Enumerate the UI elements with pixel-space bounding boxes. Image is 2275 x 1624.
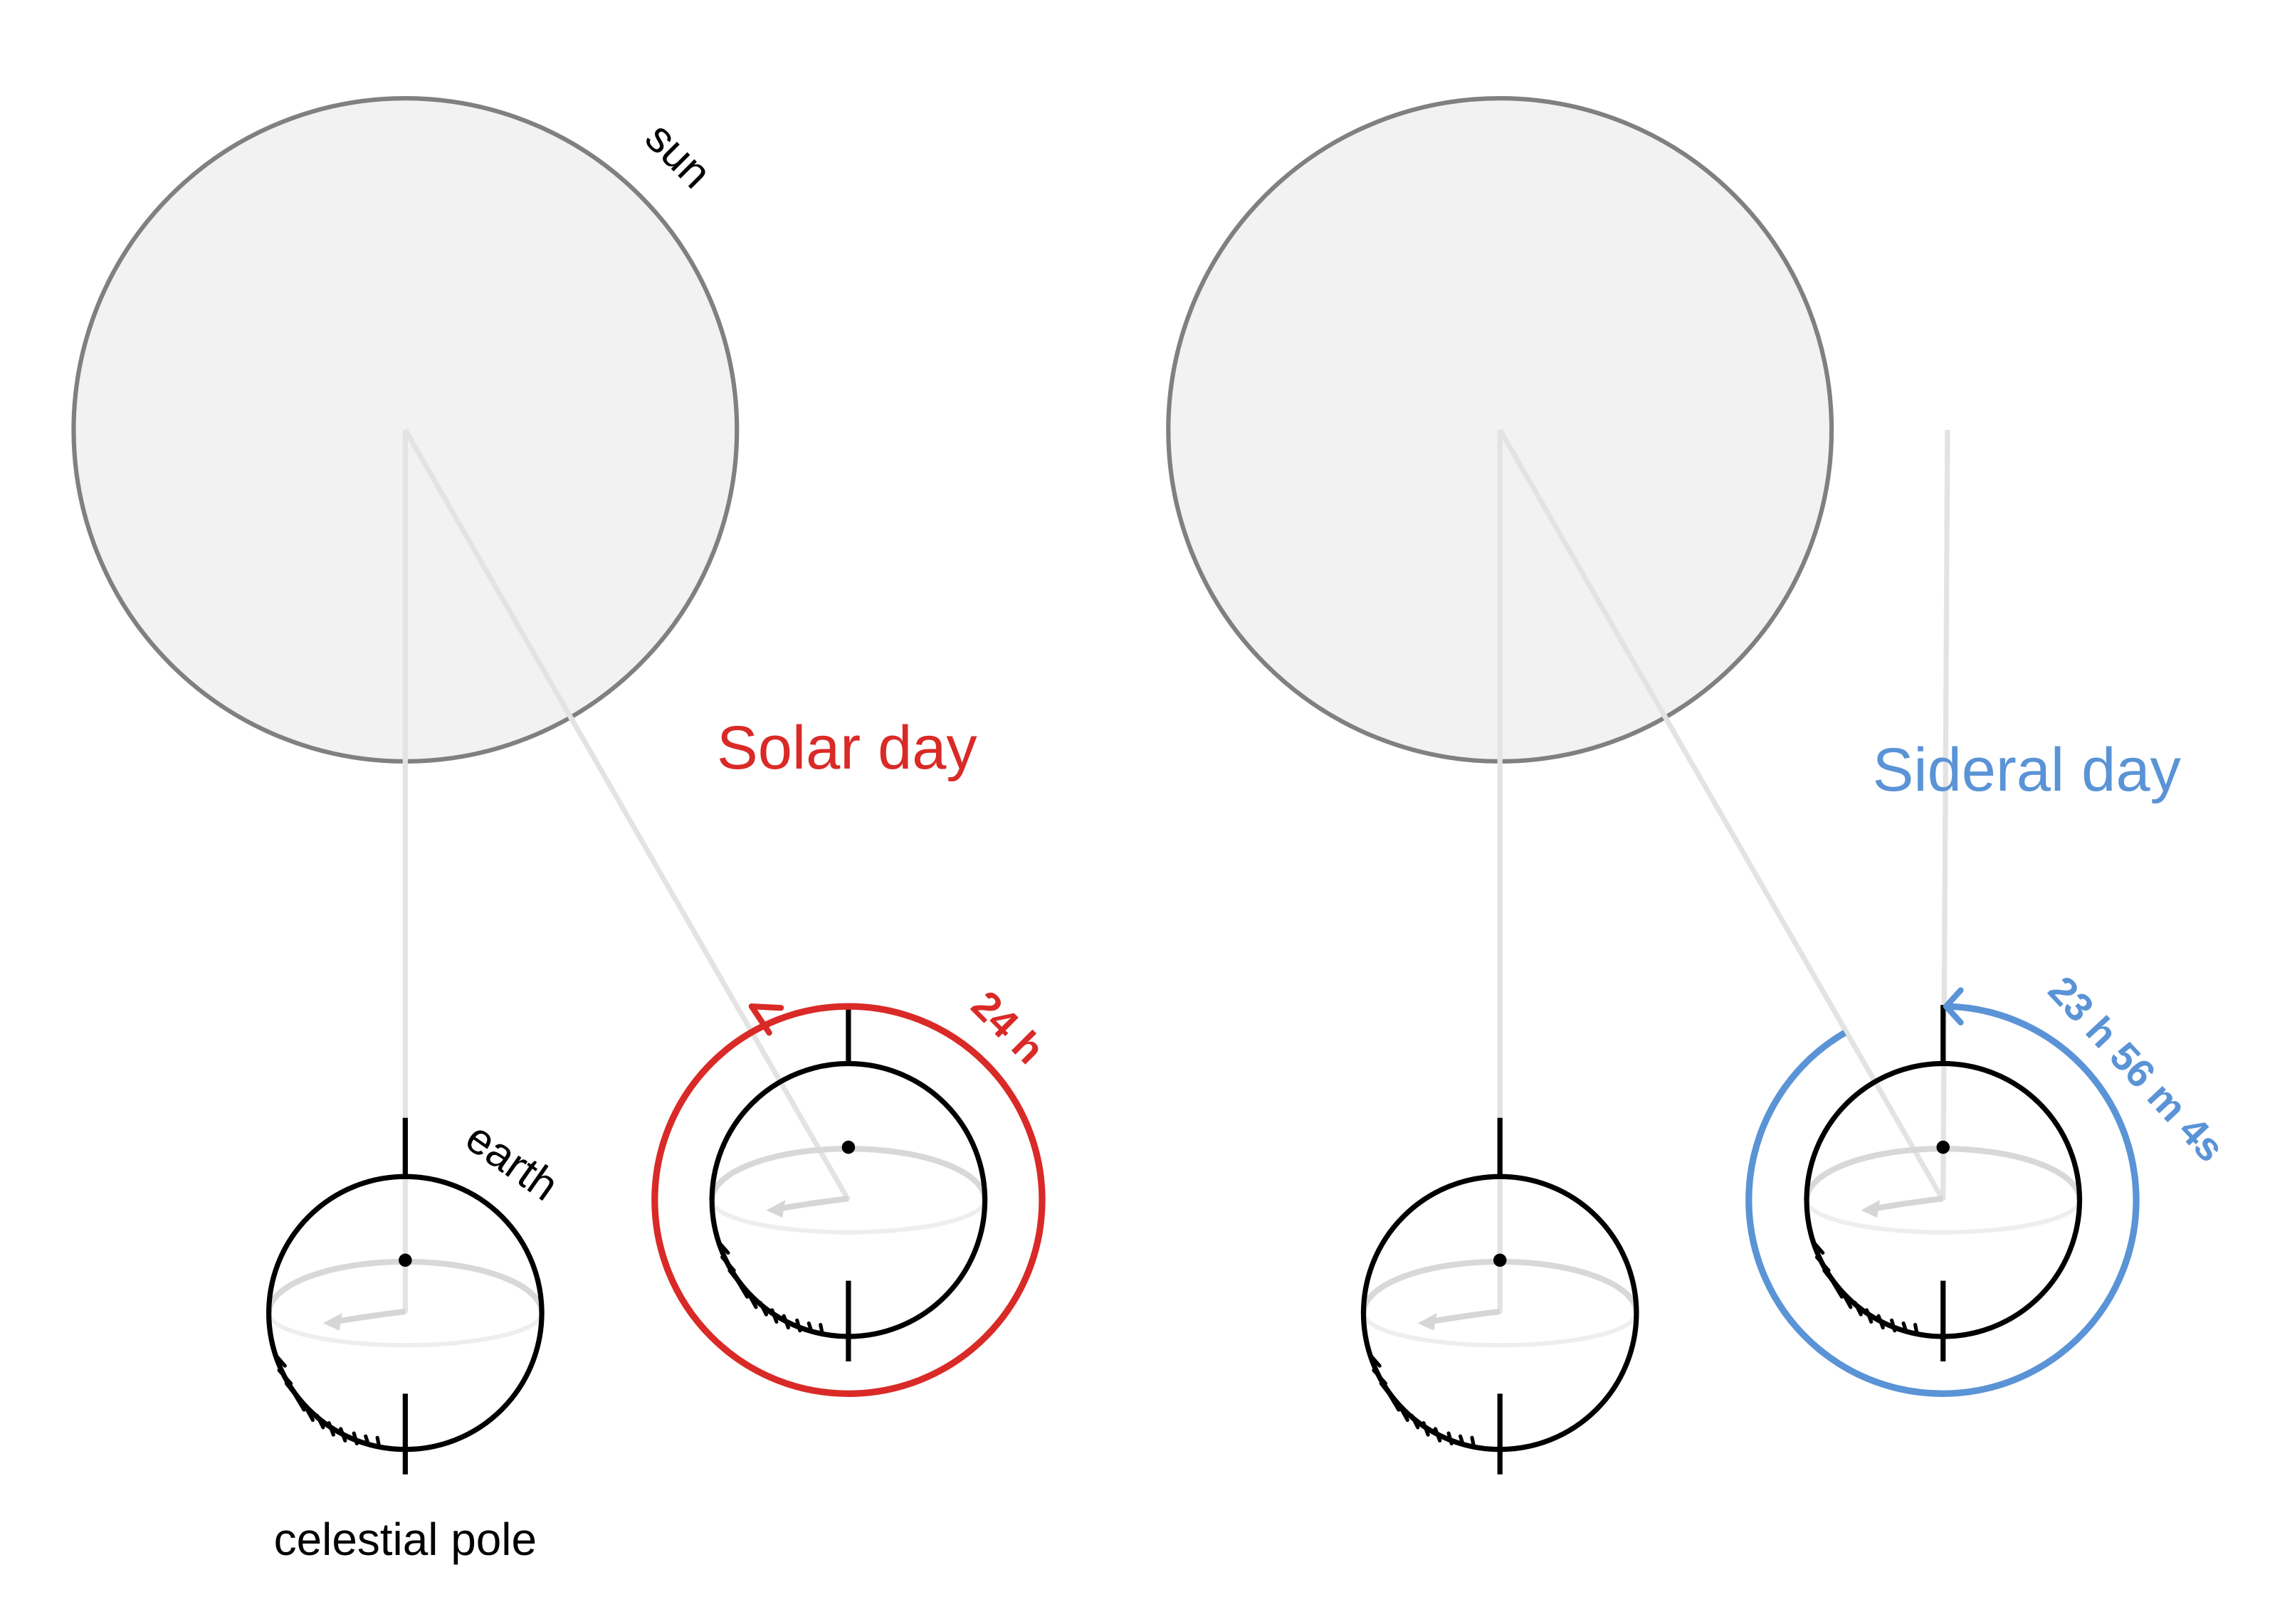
sideral-rotation-arc [1745, 1003, 2140, 1397]
solar-rotation-ring [651, 1003, 1046, 1397]
solar-day-panel: sun earth celestial pole 24 h Solar day [71, 96, 1053, 1565]
solar-rotation-arrowhead [748, 1003, 784, 1036]
sideral-day-panel: 23 h 56 m 4s Sideral day [1166, 96, 2233, 1475]
solar-day-title: Solar day [717, 714, 977, 782]
celestial-pole-label: celestial pole [274, 1514, 537, 1565]
sideral-day-title: Sideral day [1873, 736, 2182, 804]
earth-globe-left-end [712, 1005, 984, 1361]
solar-duration-label: 24 h [962, 983, 1053, 1073]
sun-guide-line-shifted [1498, 428, 1945, 1202]
sun-earth-guide-line-shifted [403, 428, 851, 1202]
star-guide-line-end [1940, 429, 1950, 1201]
sideral-rotation-arrowhead [1943, 987, 1964, 1025]
sideral-duration-label: 23 h 56 m 4s [2040, 968, 2233, 1170]
sun-label: sun [636, 113, 720, 198]
